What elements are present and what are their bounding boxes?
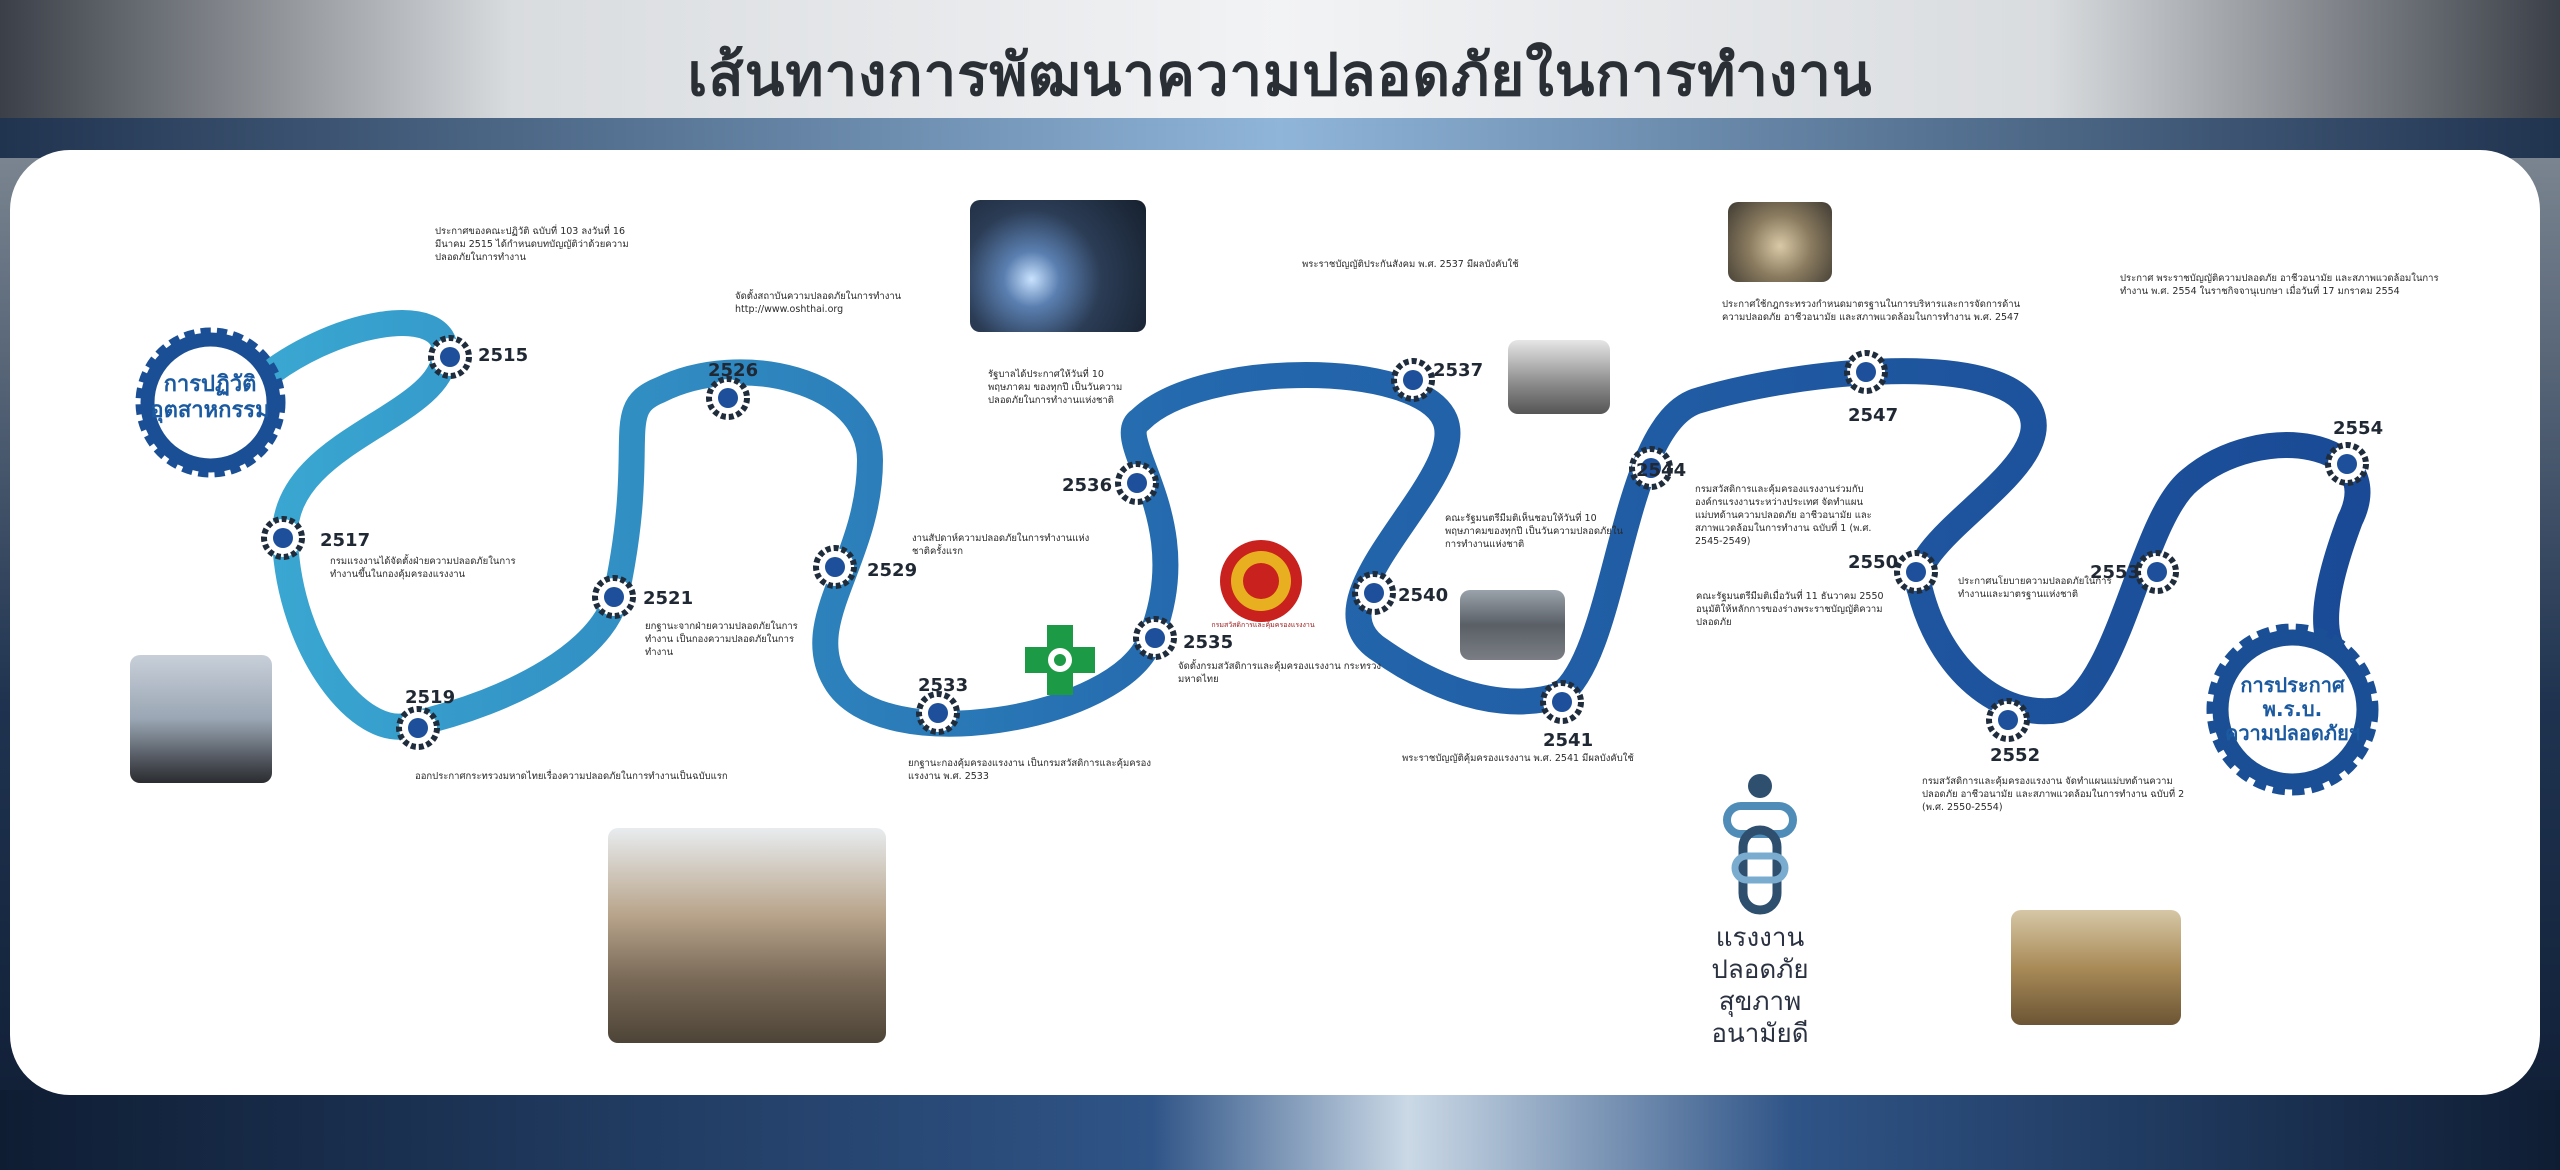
- end-gear-icon: [2206, 623, 2379, 796]
- milestone-gear-icon: [1894, 550, 1938, 594]
- milestone-gear-icon: [592, 575, 636, 619]
- milestone-gear-icon: [706, 376, 750, 420]
- year-label: 2537: [1433, 360, 1484, 381]
- start-label-line2: อุตสาหกรรม: [150, 398, 270, 423]
- milestone-text: ประกาศ พระราชบัญญัติความปลอดภัย อาชีวอนา…: [2120, 273, 2439, 297]
- year-label: 2553: [2090, 562, 2141, 583]
- milestone-text: พระราชบัญญัติคุ้มครองแรงงาน พ.ศ. 2541 มี…: [1402, 753, 1634, 764]
- year-label: 2517: [320, 530, 371, 551]
- bottom-band: [0, 1090, 2560, 1170]
- title-strip: [0, 0, 2560, 130]
- year-label: 2540: [1398, 585, 1449, 606]
- safety-logo-icon: [1723, 774, 1797, 915]
- year-label: 2544: [1636, 460, 1687, 481]
- milestone-text: คณะรัฐมนตรีมีมติเมื่อวันที่ 11 ธันวาคม 2…: [1696, 591, 1884, 628]
- scaffold-photo: [2011, 910, 2181, 1025]
- milestone-gear-icon: [1352, 571, 1396, 615]
- milestone-text: จัดตั้งกรมสวัสดิการและคุ้มครองแรงงาน กระ…: [1178, 661, 1382, 685]
- milestone-gear-icon: [1844, 350, 1888, 394]
- construction-photo: [608, 828, 886, 1043]
- milestone-gear-icon: [261, 516, 305, 560]
- milestone-text: กรมแรงงานได้จัดตั้งฝ่ายความปลอดภัยในการท…: [330, 556, 516, 580]
- year-label: 2536: [1062, 475, 1113, 496]
- year-label: 2550: [1848, 552, 1899, 573]
- milestone-text: กรมสวัสดิการและคุ้มครองแรงงานร่วมกับองค์…: [1695, 484, 1872, 547]
- milestone-gear-icon: [2325, 442, 2369, 486]
- milestone-text: ประกาศใช้กฎกระทรวงกำหนดมาตรฐานในการบริหา…: [1722, 299, 2021, 323]
- milestone-gear-icon: [428, 335, 472, 379]
- milestone-gear-icon: [1391, 358, 1435, 402]
- worker-boots-photo: [1508, 340, 1610, 414]
- end-label: การประกาศ พ.ร.บ. ความปลอดภัยฯ: [2210, 673, 2375, 745]
- year-label: 2529: [867, 560, 918, 581]
- milestone-text: ประกาศของคณะปฏิวัติ ฉบับที่ 103 ลงวันที่…: [435, 226, 629, 263]
- ministry-emblem-icon: [1220, 540, 1302, 622]
- milestone-gear-icon: [916, 691, 960, 735]
- start-label-line1: การปฏิวัติ: [163, 372, 257, 397]
- year-label: 2554: [2333, 418, 2384, 439]
- milestone-text: งานสัปดาห์ความปลอดภัยในการทำงานแห่งชาติค…: [912, 533, 1090, 557]
- year-label: 2521: [643, 588, 694, 609]
- milestone-gear-icon: [1115, 461, 1159, 505]
- year-label: 2535: [1183, 632, 1234, 653]
- milestone-text: รัฐบาลได้ประกาศให้วันที่ 10 พฤษภาคม ของท…: [988, 369, 1123, 406]
- milestone-text: พระราชบัญญัติประกันสังคม พ.ศ. 2537 มีผลบ…: [1302, 259, 1519, 270]
- rubble-photo: [1460, 590, 1565, 660]
- road-path: [242, 310, 2371, 740]
- year-label: 2526: [708, 360, 759, 381]
- year-label: 2533: [918, 675, 969, 696]
- milestone-text: ยกฐานะจากฝ่ายความปลอดภัยในการทำงาน เป็นก…: [645, 621, 798, 658]
- milestone-gear-icon: [1629, 446, 1673, 490]
- year-label: 2541: [1543, 730, 1594, 751]
- milestone-text: จัดตั้งสถาบันความปลอดภัยในการทำงาน http:…: [735, 291, 902, 315]
- start-gear-icon: [135, 327, 286, 478]
- year-label: 2519: [405, 687, 456, 708]
- logo-caption-line2: สุขภาพอนามัยดี: [1711, 987, 1809, 1049]
- page-title: เส้นทางการพัฒนาความปลอดภัยในการทำงาน: [687, 41, 1873, 109]
- milestone-text: กรมสวัสดิการและคุ้มครองแรงงาน จัดทำแผนแม…: [1922, 776, 2185, 813]
- milestone-gear-icon: [1540, 680, 1584, 724]
- year-label: 2515: [478, 345, 529, 366]
- end-label-line3: ความปลอดภัยฯ: [2224, 721, 2361, 745]
- milestone-gear-icon: [1133, 616, 1177, 660]
- manhole-worker-photo: [1728, 202, 1832, 282]
- logo-caption-line1: แรงงานปลอดภัย: [1711, 923, 1809, 985]
- milestone-gear-icon: [396, 706, 440, 750]
- end-label-line1: การประกาศ: [2240, 673, 2345, 697]
- milestone-text: ประกาศนโยบายความปลอดภัยในการทำงานและมาตร…: [1958, 576, 2112, 600]
- milestone-gear-icon: [1986, 698, 2030, 742]
- year-label: 2547: [1848, 405, 1899, 426]
- safety-logo-caption: แรงงานปลอดภัย สุขภาพอนามัยดี: [1680, 922, 1840, 1050]
- milestone-text: คณะรัฐมนตรีมีมติเห็นชอบให้วันที่ 10 พฤษภ…: [1445, 513, 1623, 550]
- start-label: การปฏิวัติ อุตสาหกรรม: [140, 372, 280, 424]
- milestone-text: ยกฐานะกองคุ้มครองแรงงาน เป็นกรมสวัสดิการ…: [908, 758, 1152, 782]
- welding-photo: [970, 200, 1146, 332]
- milestone-gear-icon: [813, 545, 857, 589]
- milestone-text: ออกประกาศกระทรวงมหาดไทยเรื่องความปลอดภัย…: [415, 771, 728, 782]
- emblem-caption: กรมสวัสดิการและคุ้มครองแรงงาน: [1211, 621, 1315, 629]
- factory-photo: [130, 655, 272, 783]
- end-label-line2: พ.ร.บ.: [2262, 697, 2323, 721]
- green-cross-icon: [1025, 625, 1095, 695]
- milestone-gear-icon: [2135, 550, 2179, 594]
- year-label: 2552: [1990, 745, 2041, 766]
